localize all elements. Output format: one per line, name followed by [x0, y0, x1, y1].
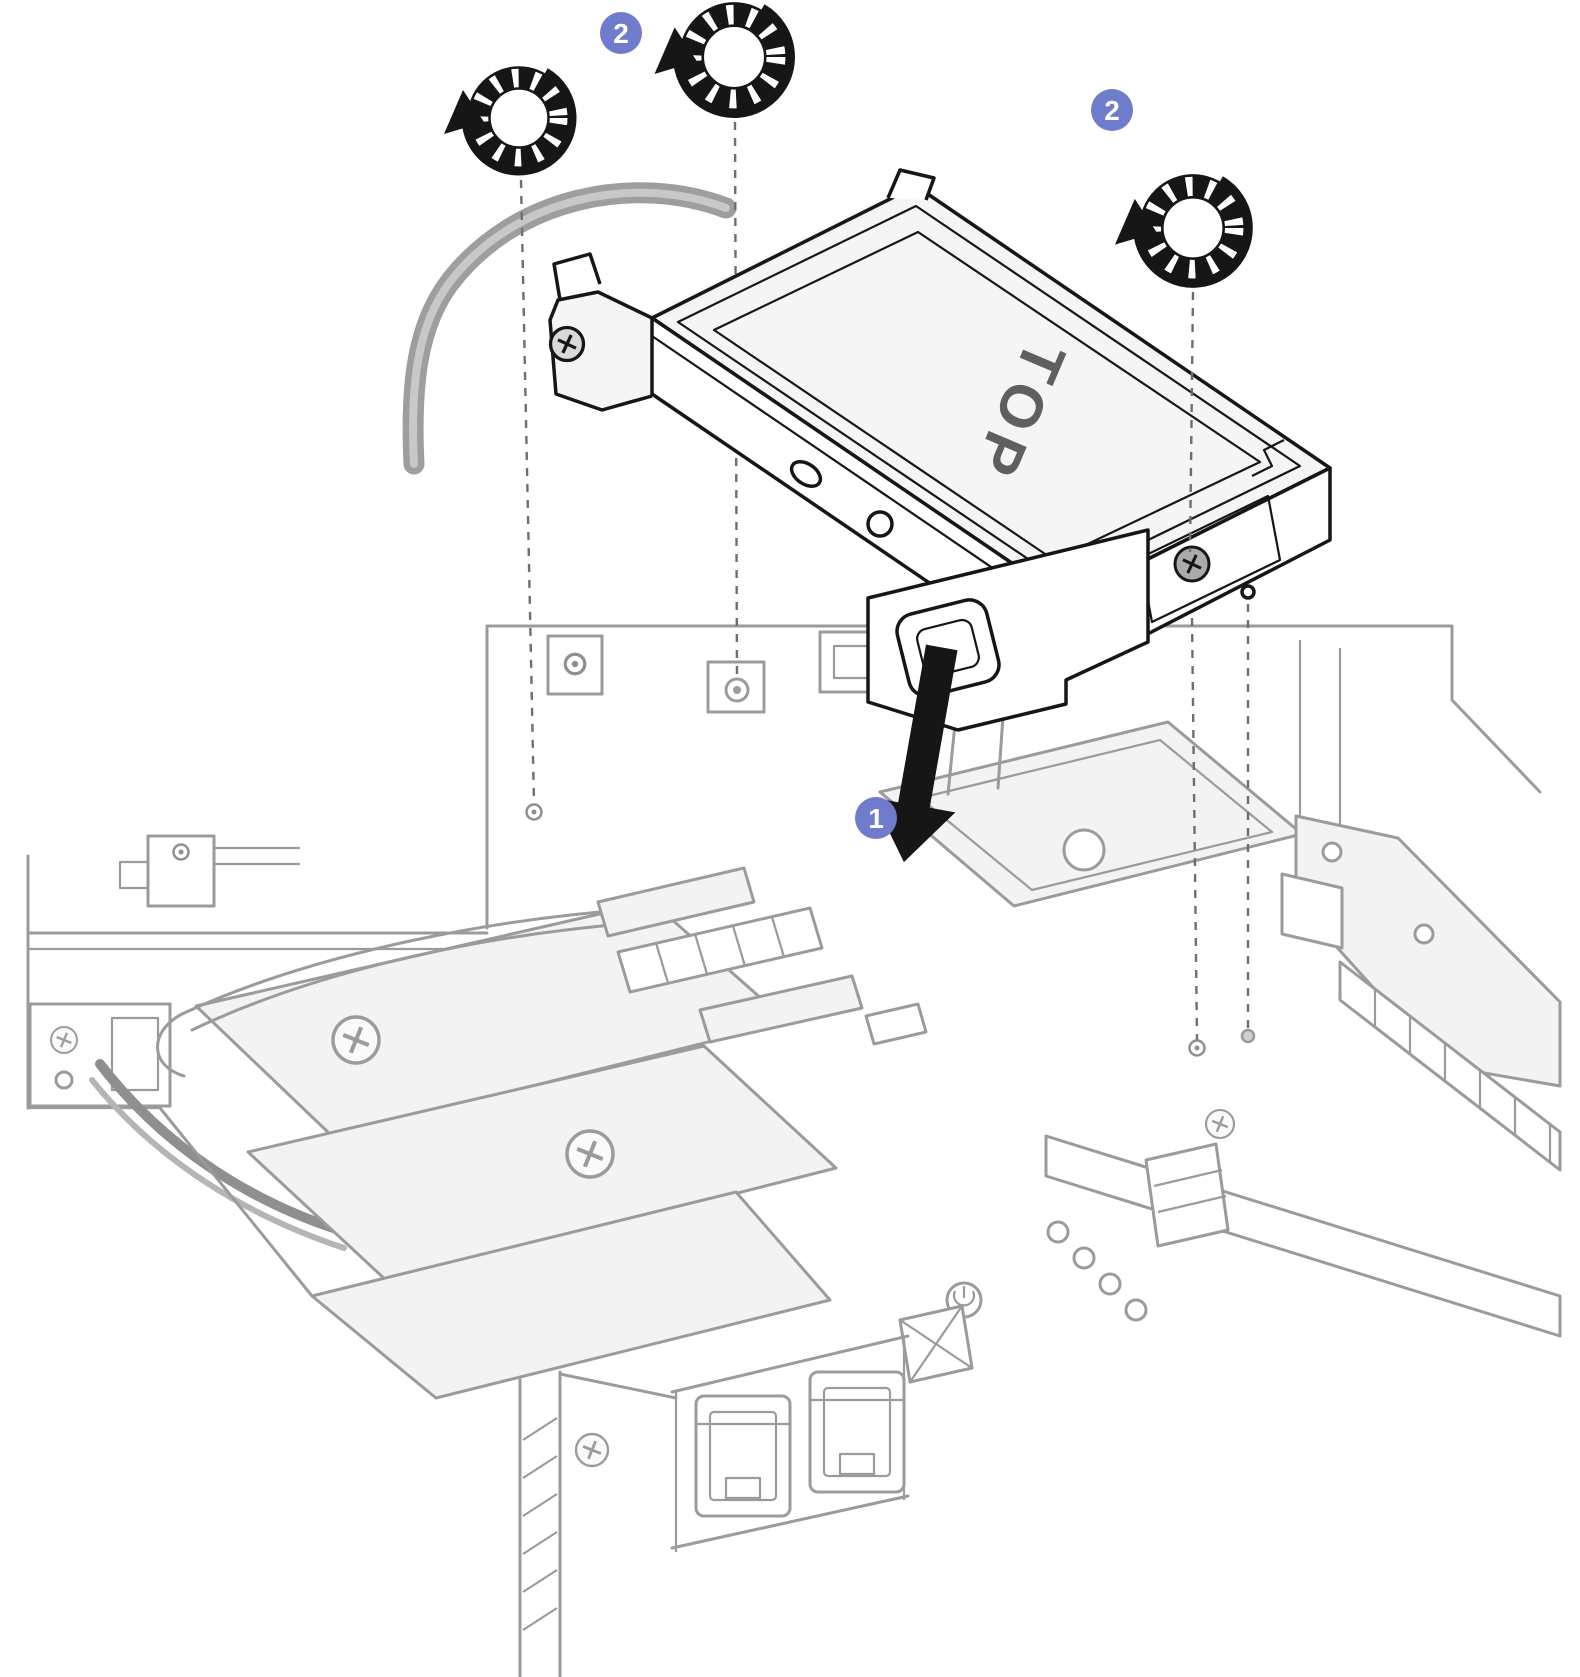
coldplate-lower — [246, 1044, 838, 1284]
chassis-screw-hole-left — [525, 803, 543, 821]
alignment-dashed-line-middle — [733, 121, 739, 683]
alignment-dashed-line-right-upper — [1188, 291, 1195, 553]
mezz-connector — [898, 1304, 974, 1384]
cage-landing-plate — [878, 700, 1304, 908]
chassis-left-rails — [26, 834, 489, 1110]
cage-left-tab — [548, 290, 653, 412]
callout-number: 2 — [613, 18, 629, 49]
drive-cable — [402, 182, 737, 475]
front-screw — [574, 1432, 610, 1468]
chassis-right-rails — [1044, 814, 1562, 1338]
cage-retention-clip — [1251, 439, 1285, 477]
callout-circle — [600, 12, 642, 54]
landing-plate-hole — [1062, 828, 1106, 872]
callout-circle — [1091, 89, 1133, 131]
chassis-screw-hole-right — [1188, 1039, 1206, 1057]
callout-step-1: 1 — [855, 797, 897, 839]
cage-oval-hole — [789, 460, 823, 488]
cage-left-hook — [552, 252, 602, 301]
chassis-connector-zone — [596, 866, 928, 1046]
drive-top-surface — [712, 230, 1262, 562]
cage-captive-screw-left — [548, 325, 586, 363]
chassis-cable-bundle — [89, 1059, 357, 1251]
coldplate-screw-1 — [333, 1017, 379, 1063]
chassis-front-left — [158, 1106, 832, 1677]
standoff-hole — [563, 652, 587, 676]
callout-number: 2 — [1104, 95, 1120, 126]
turn-screw-icon-right — [1115, 175, 1248, 283]
drive-cage-assembly: TOP — [548, 168, 1332, 732]
callout-step-2-right: 2 — [1091, 89, 1133, 131]
turn-screw-icon-middle — [655, 3, 791, 113]
ethernet-port-left — [694, 1394, 792, 1518]
turn-screw-icon-left — [444, 68, 572, 171]
callout-number: 1 — [868, 803, 884, 834]
chassis-node-artwork — [26, 624, 1562, 1677]
cage-captive-screw-right — [1173, 545, 1211, 583]
callout-circle — [855, 797, 897, 839]
chassis-center-right — [898, 1108, 1236, 1384]
callout-step-2-top: 2 — [600, 12, 642, 54]
coldplate-screw-2 — [567, 1131, 613, 1177]
cage-round-hole — [866, 510, 894, 538]
cage-top-latch — [886, 168, 936, 201]
bracket-screw — [49, 1025, 79, 1055]
ethernet-port-right — [808, 1370, 906, 1494]
alignment-dashed-line-left — [519, 179, 536, 805]
alignment-dashed-line-right-lower — [1190, 617, 1199, 1041]
chassis-guide-pin — [1240, 1028, 1256, 1044]
cage-guide-hole — [1240, 584, 1256, 600]
front-panel-ports — [670, 1334, 910, 1552]
